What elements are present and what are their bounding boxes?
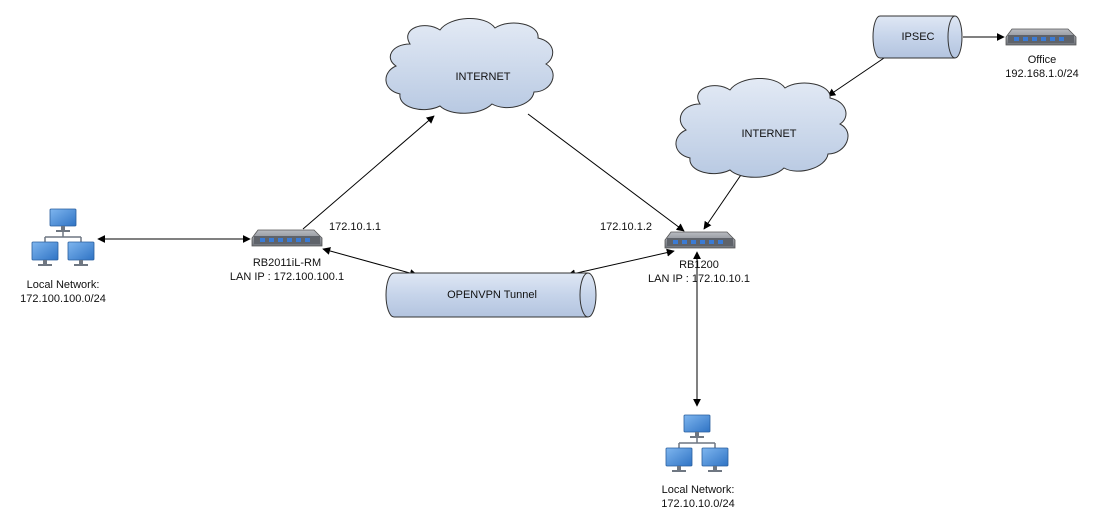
cloud-icon — [385, 17, 554, 114]
router-left-lan-ip: LAN IP : 172.100.100.1 — [229, 271, 345, 283]
link-router-internet — [302, 115, 435, 230]
ipsec-label: IPSEC — [901, 31, 935, 43]
router-right-name: RB1200 — [679, 259, 719, 271]
office-name: Office — [1027, 54, 1057, 66]
cylinder-icon — [385, 272, 597, 318]
router-icon — [251, 229, 323, 247]
connections — [97, 33, 1005, 407]
router-icon — [664, 231, 736, 249]
internet-left-label: INTERNET — [455, 71, 511, 83]
link-ipsec-internet2 — [827, 55, 888, 97]
network-computers-icon — [31, 208, 95, 266]
network-computers-icon — [665, 414, 729, 472]
router-left-name: RB2011iL-RM — [252, 257, 322, 269]
router-right-wan-ip: 172.10.1.2 — [600, 221, 652, 233]
router-left-wan-ip: 172.10.1.1 — [329, 221, 381, 233]
link-rb1200-internet2 — [703, 168, 746, 230]
link-internet-rb1200 — [527, 113, 685, 232]
link-router-openvpn — [322, 247, 418, 277]
router-right-lan-ip: LAN IP : 172.10.10.1 — [648, 273, 750, 285]
bottom-network-title: Local Network: — [661, 484, 735, 496]
left-network-title: Local Network: — [26, 279, 100, 291]
openvpn-tunnel-label: OPENVPN Tunnel — [447, 289, 537, 301]
office-subnet: 192.168.1.0/24 — [1005, 68, 1079, 80]
bottom-network-subnet: 172.10.10.0/24 — [661, 498, 735, 510]
cylinder-icon — [872, 15, 963, 59]
internet-right-label: INTERNET — [741, 128, 797, 140]
router-icon — [1005, 28, 1077, 46]
link-openvpn-rb1200 — [567, 248, 675, 278]
left-network-subnet: 172.100.100.0/24 — [20, 293, 106, 305]
cloud-icon — [675, 77, 849, 178]
